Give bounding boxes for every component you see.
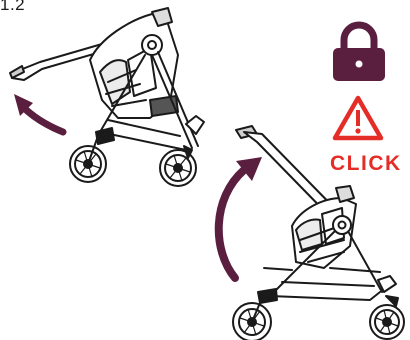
folded-seat — [90, 8, 178, 118]
lock-icon — [333, 25, 385, 81]
unfold-arrow-icon — [219, 157, 262, 278]
folded-front-wheel — [70, 128, 114, 182]
unfolded-hinge — [333, 216, 351, 234]
unfolded-front-wheel — [233, 289, 277, 340]
click-label: CLICK — [330, 152, 402, 176]
fold-arrow-icon — [14, 94, 63, 132]
stroller-folded — [10, 8, 204, 186]
unfolded-rear-wheel — [370, 296, 404, 339]
folded-rear-wheel — [160, 146, 196, 186]
warning-triangle-icon — [335, 98, 381, 138]
